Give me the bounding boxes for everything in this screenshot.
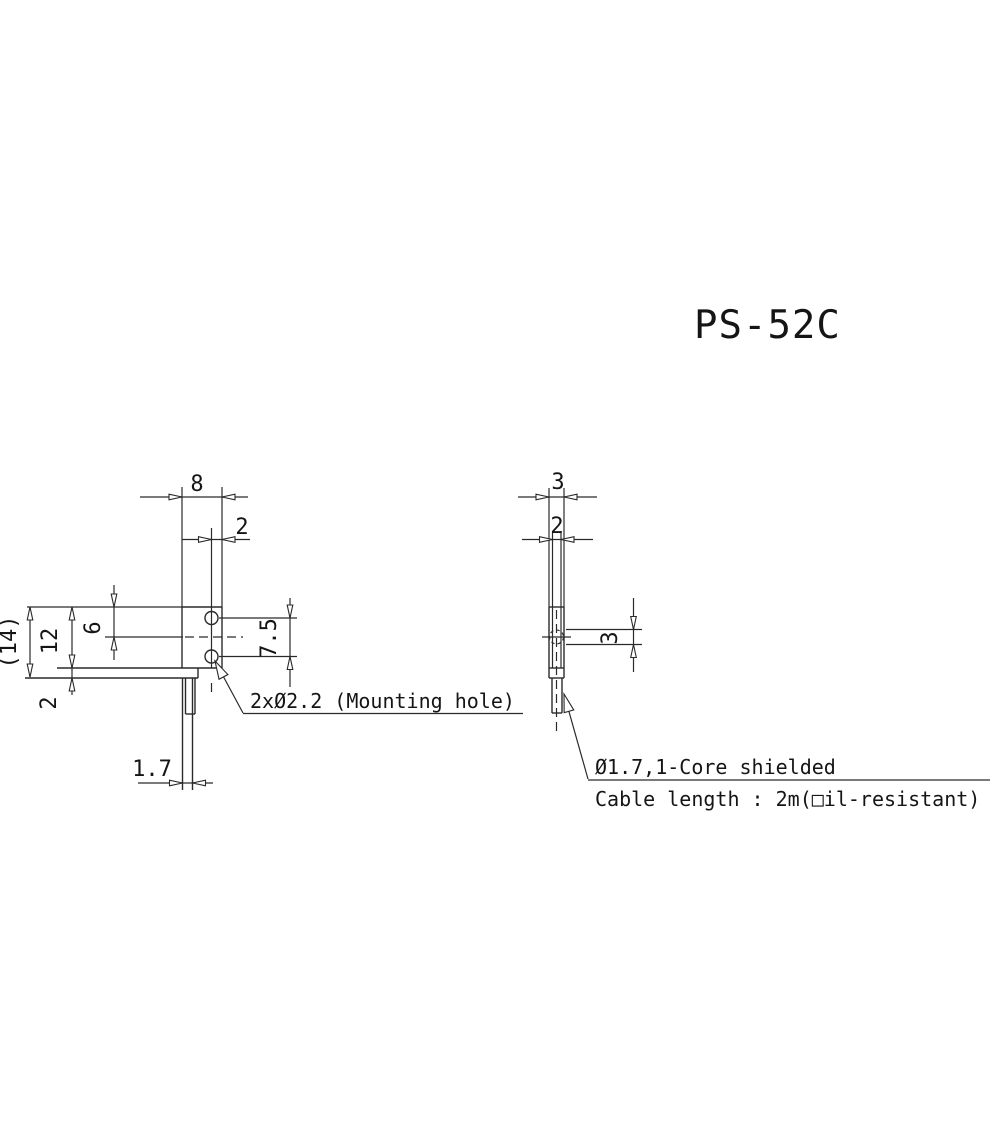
mounting-hole-callout: 2xØ2.2 (Mounting hole) bbox=[210, 658, 523, 715]
side-view-centerlines bbox=[542, 610, 571, 733]
dim-label-hole-offset: 3 bbox=[598, 631, 623, 644]
cable-callout: Ø1.7,1-Core shielded Cable length : 2m(□… bbox=[558, 692, 990, 811]
dimension-hole-pitch-7-5: 7.5 bbox=[257, 598, 294, 687]
dimension-hole-to-edge-2: 2 bbox=[182, 515, 250, 543]
dimension-overall-height-14: (14) bbox=[0, 606, 34, 678]
arrowhead bbox=[110, 636, 118, 651]
dim-label-overall-height: (14) bbox=[0, 616, 22, 669]
arrowhead bbox=[168, 493, 183, 501]
front-view-body bbox=[25, 606, 223, 679]
dimension-front-depth-2: 2 bbox=[522, 514, 593, 543]
arrowhead bbox=[68, 654, 76, 669]
dim-label-hole-to-edge: 2 bbox=[235, 515, 248, 540]
arrowhead bbox=[221, 493, 236, 501]
side-view-extension-lines bbox=[548, 488, 642, 646]
arrowhead bbox=[26, 663, 34, 678]
dimension-hole-offset-3: 3 bbox=[598, 598, 637, 672]
arrowhead bbox=[110, 593, 118, 608]
side-view: 3 2 3 Ø1.7,1-Core shielded Cable length … bbox=[518, 470, 990, 811]
dimension-body-height-12: 12 2 bbox=[37, 606, 76, 710]
cable-callout-line2: Cable length : 2m(□il-resistant) bbox=[595, 787, 980, 811]
arrowhead bbox=[286, 655, 294, 671]
part-number-title: PS-52C bbox=[694, 303, 841, 348]
arrowhead bbox=[68, 677, 76, 692]
arrowhead bbox=[286, 604, 294, 619]
front-view: 8 2 (14) 12 2 6 bbox=[0, 472, 523, 790]
front-view-centerlines bbox=[185, 528, 243, 692]
dim-label-width: 8 bbox=[190, 472, 203, 497]
dimension-width-8: 8 bbox=[140, 472, 248, 501]
hidden-hole-circle bbox=[548, 629, 565, 645]
dimension-cable-diameter-1-7: 1.7 bbox=[132, 757, 213, 787]
arrowhead bbox=[563, 493, 578, 501]
arrowhead bbox=[197, 536, 213, 543]
front-view-extension-lines bbox=[27, 487, 297, 658]
front-view-cable bbox=[181, 678, 196, 790]
dim-label-front-depth: 2 bbox=[550, 514, 563, 539]
dim-label-hole-pitch: 7.5 bbox=[257, 618, 282, 658]
dim-label-cable-diameter: 1.7 bbox=[132, 757, 172, 782]
arrowhead bbox=[68, 606, 76, 621]
arrowhead bbox=[221, 536, 236, 543]
arrowhead bbox=[535, 493, 550, 501]
leader-arrowhead bbox=[210, 658, 229, 680]
cable-callout-line1: Ø1.7,1-Core shielded bbox=[595, 755, 836, 779]
dim-label-body-height: 12 bbox=[38, 628, 63, 655]
arrowhead bbox=[630, 643, 637, 659]
dimension-top-to-center-6: 6 bbox=[81, 585, 118, 660]
dim-label-top-to-center: 6 bbox=[81, 621, 106, 634]
arrowhead bbox=[630, 615, 637, 631]
mounting-hole-callout-text: 2xØ2.2 (Mounting hole) bbox=[250, 689, 515, 713]
dim-label-flange-thickness: 2 bbox=[37, 696, 62, 709]
dimension-depth-3: 3 bbox=[518, 470, 597, 501]
dim-label-depth: 3 bbox=[551, 470, 564, 495]
arrowhead bbox=[191, 779, 207, 787]
arrowhead bbox=[26, 606, 34, 621]
